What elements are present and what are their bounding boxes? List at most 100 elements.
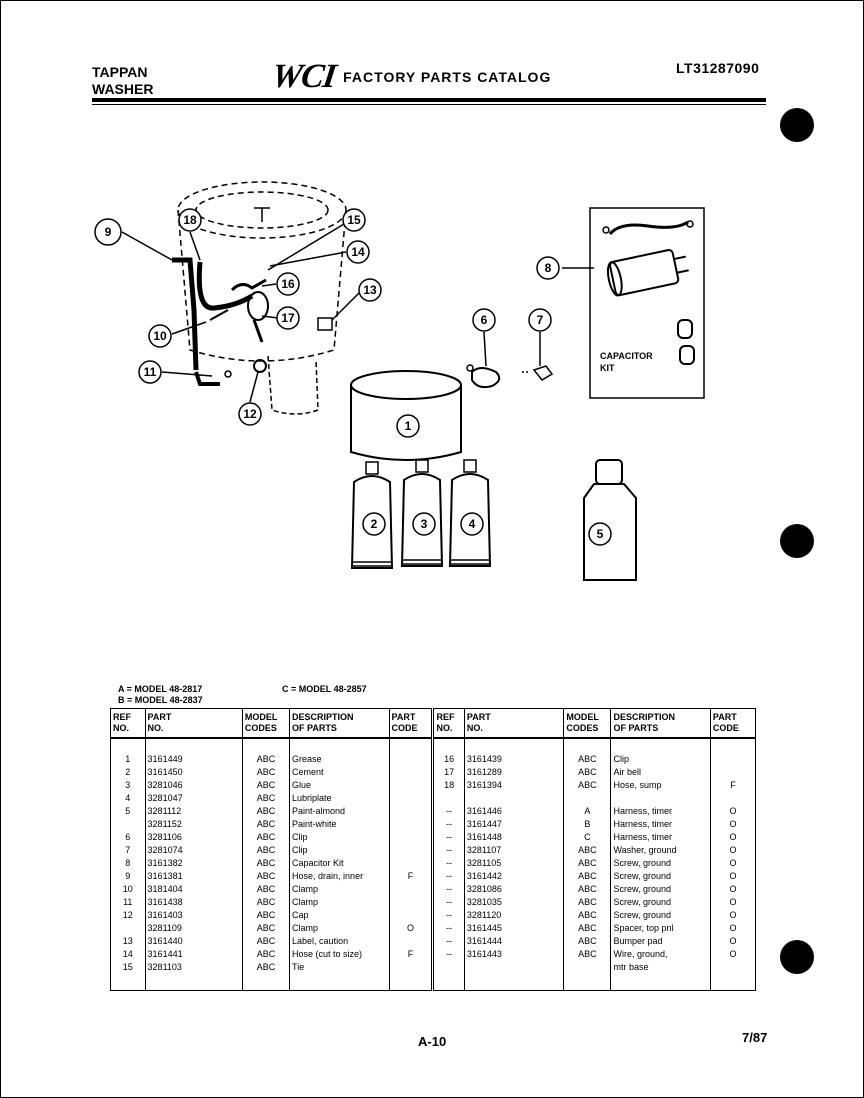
svg-text:2: 2	[371, 517, 378, 531]
table-cell: 3161450	[144, 766, 243, 779]
table-cell	[388, 818, 434, 831]
table-cell	[388, 792, 434, 805]
legend-model-a: A = MODEL 48-2817	[118, 684, 203, 694]
table-cell: 1	[110, 738, 146, 766]
table-cell	[388, 844, 434, 857]
table-cell: --	[431, 805, 465, 818]
table-cell: O	[709, 935, 757, 948]
table-cell: Harness, timer	[610, 805, 711, 818]
legend-model-b: B = MODEL 48-2837	[118, 695, 203, 705]
table-cell: Label, caution	[289, 935, 390, 948]
table-cell: ABC	[241, 831, 291, 844]
table-cell: Washer, ground	[610, 844, 711, 857]
table-cell: ABC	[563, 909, 612, 922]
table-cell: Hose (cut to size)	[289, 948, 390, 961]
table-cell: 3161449	[144, 738, 243, 766]
table-cell: ABC	[241, 870, 291, 883]
table-cell: 3	[110, 779, 146, 792]
table-cell: 3281074	[144, 844, 243, 857]
table-cell: 3161438	[144, 896, 243, 909]
callout-2: 2	[362, 512, 386, 536]
table-cell	[563, 961, 612, 991]
brand-block: TAPPAN WASHER	[92, 64, 153, 98]
table-cell: A	[563, 805, 612, 818]
table-cell: O	[709, 857, 757, 870]
table-cell	[709, 961, 757, 991]
paint-bottle-drawing	[583, 459, 637, 581]
table-cell: Clip	[289, 831, 390, 844]
table-cell: 3281047	[144, 792, 243, 805]
table-cell: Air bell	[610, 766, 711, 779]
table-cell: ABC	[241, 792, 291, 805]
table-cell: 3161439	[463, 738, 565, 766]
table-cell: 11	[110, 896, 146, 909]
callout-1: 1	[396, 414, 420, 438]
table-cell: --	[431, 909, 465, 922]
callout-17: 17	[276, 306, 300, 330]
table-cell: Paint-white	[289, 818, 390, 831]
table-cell: Spacer, top pnl	[610, 922, 711, 935]
table-cell: Cap	[289, 909, 390, 922]
table-cell: ABC	[563, 844, 612, 857]
legend-model-c: C = MODEL 48-2857	[282, 684, 367, 694]
table-cell: Screw, ground	[610, 870, 711, 883]
table-cell: ABC	[241, 896, 291, 909]
table-cell: 3161440	[144, 935, 243, 948]
table-cell: ABC	[563, 766, 612, 779]
table-cell: O	[709, 909, 757, 922]
svg-text:11: 11	[144, 365, 157, 379]
table-cell: 3281086	[463, 883, 565, 896]
drain-hose-drawing	[172, 257, 199, 371]
table-cell: 7	[110, 844, 146, 857]
callout-3: 3	[412, 512, 436, 536]
table-cell: F	[709, 779, 757, 792]
svg-text:7: 7	[537, 313, 544, 327]
table-cell	[388, 961, 434, 991]
table-cell: Screw, ground	[610, 857, 711, 870]
svg-text:18: 18	[183, 213, 197, 227]
table-cell: ABC	[241, 909, 291, 922]
table-cell	[388, 883, 434, 896]
grease-bucket-drawing	[350, 370, 462, 461]
table-cell	[431, 792, 465, 805]
svg-text:14: 14	[351, 245, 365, 259]
table-cell: ABC	[563, 779, 612, 792]
table-cell: O	[709, 818, 757, 831]
table-cell	[110, 922, 146, 935]
table-cell: O	[709, 883, 757, 896]
table-cell: ABC	[241, 779, 291, 792]
table-cell	[388, 766, 434, 779]
table-cell: 3161381	[144, 870, 243, 883]
table-cell: 3281109	[144, 922, 243, 935]
callout-18: 18	[178, 208, 202, 232]
table-cell: O	[709, 948, 757, 961]
table-cell	[388, 738, 434, 766]
svg-text:13: 13	[363, 283, 377, 297]
table-cell: O	[709, 844, 757, 857]
table-cell: ABC	[563, 896, 612, 909]
table-cell: Lubriplate	[289, 792, 390, 805]
table-cell: 3161289	[463, 766, 565, 779]
table-cell: Screw, ground	[610, 909, 711, 922]
brand-name: TAPPAN	[92, 64, 148, 80]
table-cell: 6	[110, 831, 146, 844]
tube-4-drawing	[448, 459, 492, 567]
table-cell: 15	[110, 961, 146, 991]
table-cell: F	[388, 870, 434, 883]
